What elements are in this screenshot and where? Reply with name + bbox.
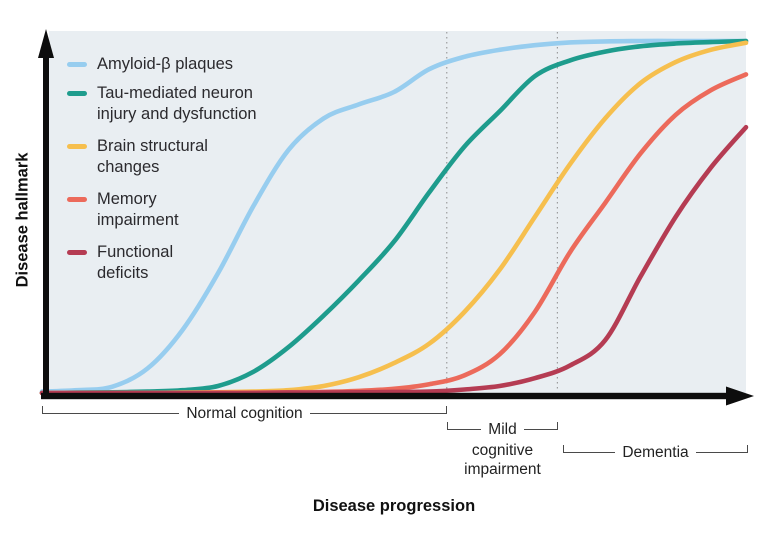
stage-label-mci-sub: cognitive impairment	[447, 441, 558, 479]
x-axis-arrowhead-icon	[726, 386, 754, 406]
legend-label-tau: Tau-mediated neuron injury and dysfuncti…	[97, 83, 257, 125]
legend-label-memory: Memory impairment	[97, 189, 179, 231]
legend-swatch-amyloid	[67, 61, 87, 67]
legend-label-line: Functional	[97, 243, 174, 261]
curve-amyloid	[39, 38, 749, 394]
stage-label-cognitive: cognitive	[471, 442, 534, 459]
stage-mild-cognitive-impairment: Mild cognitive impairment	[447, 422, 559, 479]
bracket-line	[563, 445, 616, 453]
stage-label-impairment: impairment	[464, 461, 541, 478]
legend-item-memory: Memory impairment	[67, 189, 257, 231]
legend-label-line: changes	[97, 158, 160, 176]
bracket-line	[309, 406, 447, 414]
x-axis-title: Disease progression	[312, 497, 476, 515]
y-axis-line	[43, 52, 49, 395]
legend-swatch-memory	[67, 196, 87, 202]
legend-item-functional: Functional deficits	[67, 242, 257, 284]
stage-bracket: Dementia	[563, 445, 748, 461]
legend-swatch-functional	[67, 249, 87, 255]
y-axis-arrowhead-icon	[38, 29, 54, 58]
legend-item-amyloid: Amyloid-β plaques	[67, 54, 257, 75]
legend-item-brain-structural: Brain structural changes	[67, 136, 257, 178]
legend-label-amyloid: Amyloid-β plaques	[97, 54, 233, 75]
legend-label-line: Tau-mediated neuron	[97, 84, 253, 102]
bracket-line	[447, 422, 482, 430]
x-axis	[41, 386, 754, 406]
legend-swatch-tau	[67, 90, 87, 96]
legend-label-line: impairment	[97, 211, 179, 229]
x-axis-line	[41, 392, 728, 400]
bracket-line	[42, 406, 180, 414]
legend: Amyloid-β plaques Tau-mediated neuron in…	[67, 54, 257, 295]
legend-label-line: Amyloid-β plaques	[97, 55, 234, 73]
stage-label-normal-cognition: Normal cognition	[186, 405, 303, 422]
legend-label-brain-structural: Brain structural changes	[97, 136, 208, 178]
stage-bracket: Mild	[447, 422, 559, 438]
legend-swatch-brain-structural	[67, 143, 87, 149]
bracket-line	[695, 445, 748, 453]
legend-label-line: Brain structural	[97, 137, 208, 155]
legend-label-line: deficits	[97, 264, 149, 282]
stage-bracket: Normal cognition	[42, 406, 447, 422]
stage-dementia: Dementia	[563, 445, 748, 461]
stage-label-dementia: Dementia	[622, 444, 689, 461]
bracket-line	[523, 422, 559, 430]
legend-label-functional: Functional deficits	[97, 242, 173, 284]
legend-item-tau: Tau-mediated neuron injury and dysfuncti…	[67, 83, 257, 125]
stage-label-mild: Mild	[488, 421, 517, 438]
stage-normal-cognition: Normal cognition	[42, 406, 447, 422]
legend-label-line: injury and dysfunction	[97, 105, 257, 123]
y-axis	[38, 29, 54, 395]
legend-label-line: Memory	[97, 190, 157, 208]
y-axis-title: Disease hallmark	[13, 152, 32, 288]
